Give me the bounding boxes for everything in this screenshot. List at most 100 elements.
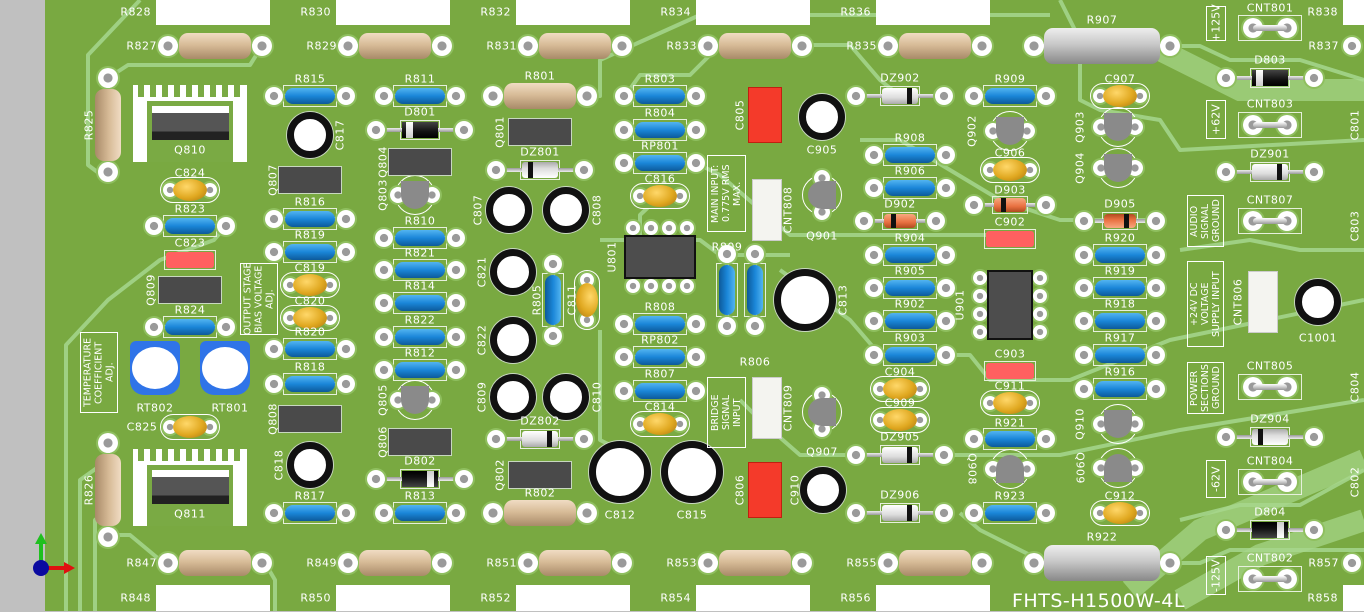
silkscreen-note: -125V	[1206, 556, 1226, 595]
reference-designator: D802	[404, 454, 436, 468]
reference-designator: C825	[126, 420, 158, 434]
reference-designator: R826	[82, 474, 96, 506]
reference-designator: C819	[294, 261, 326, 275]
reference-designator: R806	[739, 355, 771, 369]
reference-designator: R848	[120, 591, 151, 605]
note-line: ADJ.	[104, 362, 116, 383]
reference-designator: R904	[894, 231, 926, 245]
reference-designator: R854	[660, 591, 691, 605]
reference-designator: C806	[733, 474, 747, 506]
reference-designator: Q801	[493, 116, 507, 148]
reference-designator: Q807	[266, 164, 280, 196]
axis-gizmo-icon	[33, 533, 75, 576]
reference-designator: RT801	[211, 401, 249, 415]
reference-designator: R811	[404, 72, 436, 86]
reference-designator: R818	[294, 360, 326, 374]
note-line: -125V	[1209, 559, 1223, 592]
reference-designator: R801	[524, 69, 556, 83]
reference-designator: R852	[480, 591, 511, 605]
note-line: +62V	[1209, 104, 1223, 135]
reference-designator: CNT802	[1246, 551, 1294, 565]
note-line: TEMPERATURE	[82, 337, 94, 408]
reference-designator: R903	[894, 331, 926, 345]
reference-designator: Q910	[1073, 408, 1087, 440]
reference-designator: C811	[565, 284, 579, 316]
reference-designator: R909	[994, 72, 1026, 86]
reference-designator: R820	[294, 325, 326, 339]
reference-designator: C903	[994, 347, 1026, 361]
note-line: +24V DC	[1189, 282, 1200, 326]
reference-designator: C802	[1348, 466, 1362, 498]
reference-designator: C822	[475, 324, 489, 356]
reference-designator: Q803	[376, 179, 390, 211]
note-line: VOLTAGE	[1200, 282, 1211, 326]
silkscreen-note: -62V	[1206, 460, 1226, 498]
reference-designator: C1001	[1298, 331, 1338, 345]
reference-designator: Q805	[376, 384, 390, 416]
reference-designator: R838	[1307, 5, 1338, 19]
reference-designator: Q808	[266, 403, 280, 435]
reference-designator: R902	[894, 297, 926, 311]
note-line: SECTIONS	[1200, 364, 1211, 412]
note-line: -62V	[1209, 466, 1223, 492]
reference-designator: CNT807	[1246, 193, 1294, 207]
power-trace	[1174, 509, 1364, 610]
reference-designator: C910	[788, 474, 802, 506]
reference-designator: R835	[846, 39, 877, 53]
reference-designator: R851	[486, 556, 517, 570]
reference-designator: Q908	[965, 453, 979, 485]
reference-designator: C813	[836, 284, 850, 316]
reference-designator: R831	[486, 39, 517, 53]
reference-designator: R819	[294, 228, 326, 242]
reference-designator: R923	[994, 489, 1026, 503]
reference-designator: RP801	[641, 139, 679, 153]
reference-designator: R853	[666, 556, 697, 570]
reference-designator: R850	[300, 591, 331, 605]
reference-designator: Q810	[174, 143, 206, 157]
note-line: POWER	[1189, 370, 1200, 406]
reference-designator: R804	[644, 106, 676, 120]
reference-designator: Q802	[493, 459, 507, 491]
reference-designator: C817	[333, 119, 347, 151]
reference-designator: C801	[1348, 109, 1362, 141]
reference-designator: D801	[404, 105, 436, 119]
reference-designator: R920	[1104, 231, 1136, 245]
reference-designator: C808	[590, 194, 604, 226]
reference-designator: R918	[1104, 297, 1136, 311]
reference-designator: R808	[644, 300, 676, 314]
reference-designator: RP802	[641, 333, 679, 347]
reference-designator: Q903	[1073, 111, 1087, 143]
trace	[1179, 238, 1364, 252]
reference-designator: Q809	[144, 274, 158, 306]
reference-designator: R832	[480, 5, 511, 19]
reference-designator: Q907	[806, 445, 838, 459]
reference-designator: C818	[272, 449, 286, 481]
reference-designator: Q909	[1073, 452, 1087, 484]
reference-designator: R828	[120, 5, 151, 19]
reference-designator: R812	[404, 346, 436, 360]
reference-designator: CNT805	[1246, 359, 1294, 373]
silkscreen-note: +62V	[1206, 100, 1226, 139]
reference-designator: R825	[82, 109, 96, 141]
reference-designator: R817	[294, 489, 326, 503]
trace	[64, 224, 228, 611]
trace	[106, 44, 264, 80]
reference-designator: C807	[471, 194, 485, 226]
silkscreen-note: +125V	[1206, 5, 1226, 42]
note-line: ADJ.	[264, 289, 276, 309]
note-line: OUTPUT STAGE	[242, 262, 254, 336]
reference-designator: R907	[1086, 13, 1118, 27]
reference-designator: Q901	[806, 229, 838, 243]
reference-designator: R905	[894, 264, 926, 278]
reference-designator: C902	[994, 215, 1026, 229]
reference-designator: C906	[994, 146, 1026, 160]
reference-designator: R809	[711, 240, 743, 254]
reference-designator: R834	[660, 5, 691, 19]
reference-designator: C823	[174, 236, 206, 250]
note-line: AUDIO	[1189, 205, 1200, 237]
reference-designator: DZ905	[880, 430, 920, 444]
